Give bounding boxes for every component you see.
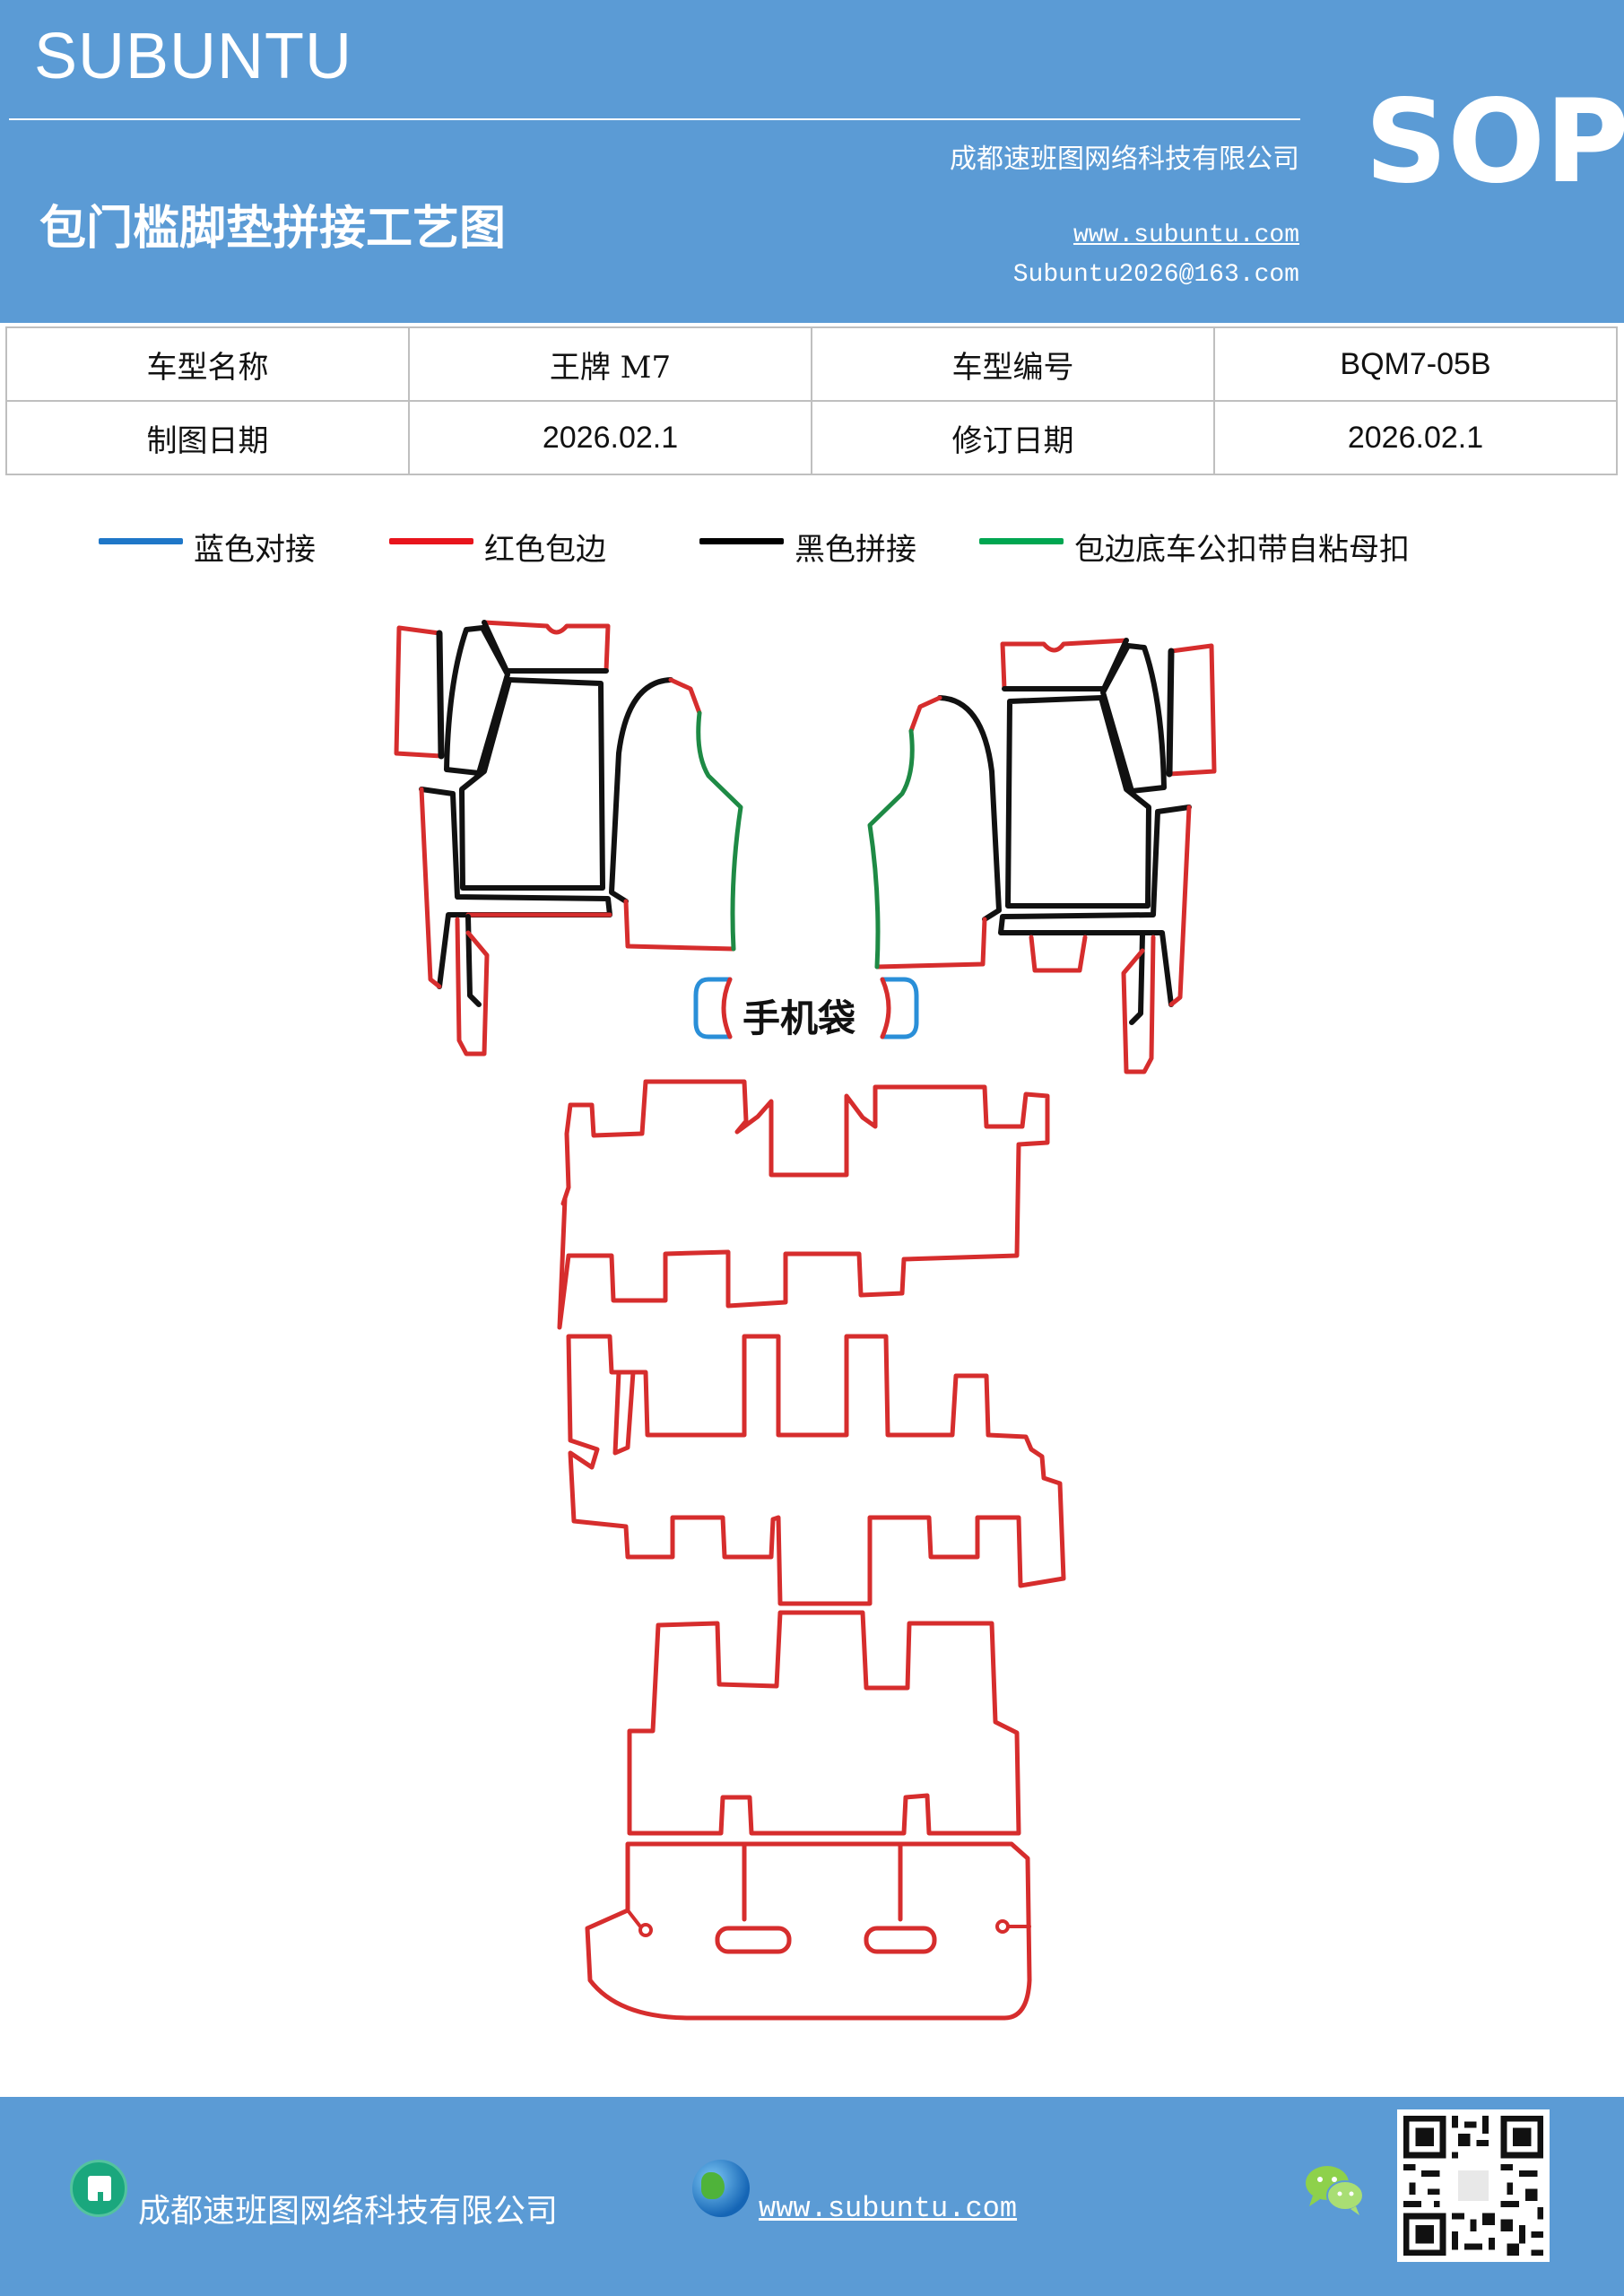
second-row-lower-mat bbox=[566, 1334, 1066, 1606]
legend-label: 红色包边 bbox=[484, 532, 606, 568]
value-draw-date: 2026.02.1 bbox=[408, 400, 812, 475]
floor-mat-diagram bbox=[394, 620, 1217, 2021]
legend-label: 包边底车公扣带自粘母扣 bbox=[1074, 532, 1410, 568]
wechat-icon[interactable] bbox=[1304, 2161, 1365, 2217]
second-row-upper-mat bbox=[557, 1079, 1050, 1330]
phone-pocket-label: 手机袋 bbox=[743, 996, 856, 1040]
header-banner bbox=[0, 0, 1624, 323]
footer-website-link[interactable]: www.subuntu.com bbox=[759, 2192, 1018, 2225]
front-left-mat bbox=[394, 620, 743, 1057]
header-email: Subuntu2026@163.com bbox=[1012, 261, 1299, 289]
legend-label: 黑色拼接 bbox=[795, 532, 916, 568]
value-revision-date: 2026.02.1 bbox=[1213, 400, 1618, 475]
footer-company: 成都速班图网络科技有限公司 bbox=[138, 2193, 559, 2230]
header-company: 成都速班图网络科技有限公司 bbox=[950, 144, 1299, 175]
value-model-name: 王牌 M7 bbox=[408, 326, 812, 402]
third-row-upper-mat bbox=[627, 1610, 1021, 1836]
legend-swatch-green bbox=[979, 538, 1064, 544]
phone-pocket bbox=[693, 977, 919, 1039]
vehicle-info-table: 车型名称 王牌 M7 车型编号 BQM7-05B 制图日期 2026.02.1 … bbox=[5, 326, 1618, 475]
front-right-mat bbox=[867, 638, 1217, 1074]
qr-code[interactable] bbox=[1397, 2109, 1550, 2262]
legend-label: 蓝色对接 bbox=[194, 532, 316, 568]
label-model-name: 车型名称 bbox=[5, 326, 410, 402]
legend-swatch-black bbox=[699, 538, 784, 544]
header-website-link[interactable]: www.subuntu.com bbox=[1073, 222, 1299, 249]
legend-swatch-red bbox=[389, 538, 473, 544]
third-row-lower-mat bbox=[585, 1841, 1032, 2021]
label-revision-date: 修订日期 bbox=[811, 400, 1215, 475]
brand-name: SUBUNTU bbox=[34, 21, 353, 92]
building-icon bbox=[70, 2160, 127, 2217]
header-divider bbox=[9, 118, 1300, 120]
legend-swatch-blue bbox=[99, 538, 183, 544]
value-model-code: BQM7-05B bbox=[1213, 326, 1618, 402]
globe-icon bbox=[692, 2160, 750, 2217]
document-title: 包门槛脚垫拼接工艺图 bbox=[39, 201, 507, 256]
sop-badge: SOP bbox=[1365, 75, 1624, 209]
label-model-code: 车型编号 bbox=[811, 326, 1215, 402]
table-row: 车型名称 王牌 M7 车型编号 BQM7-05B bbox=[5, 326, 1618, 402]
table-row: 制图日期 2026.02.1 修订日期 2026.02.1 bbox=[5, 400, 1618, 475]
label-draw-date: 制图日期 bbox=[5, 400, 410, 475]
